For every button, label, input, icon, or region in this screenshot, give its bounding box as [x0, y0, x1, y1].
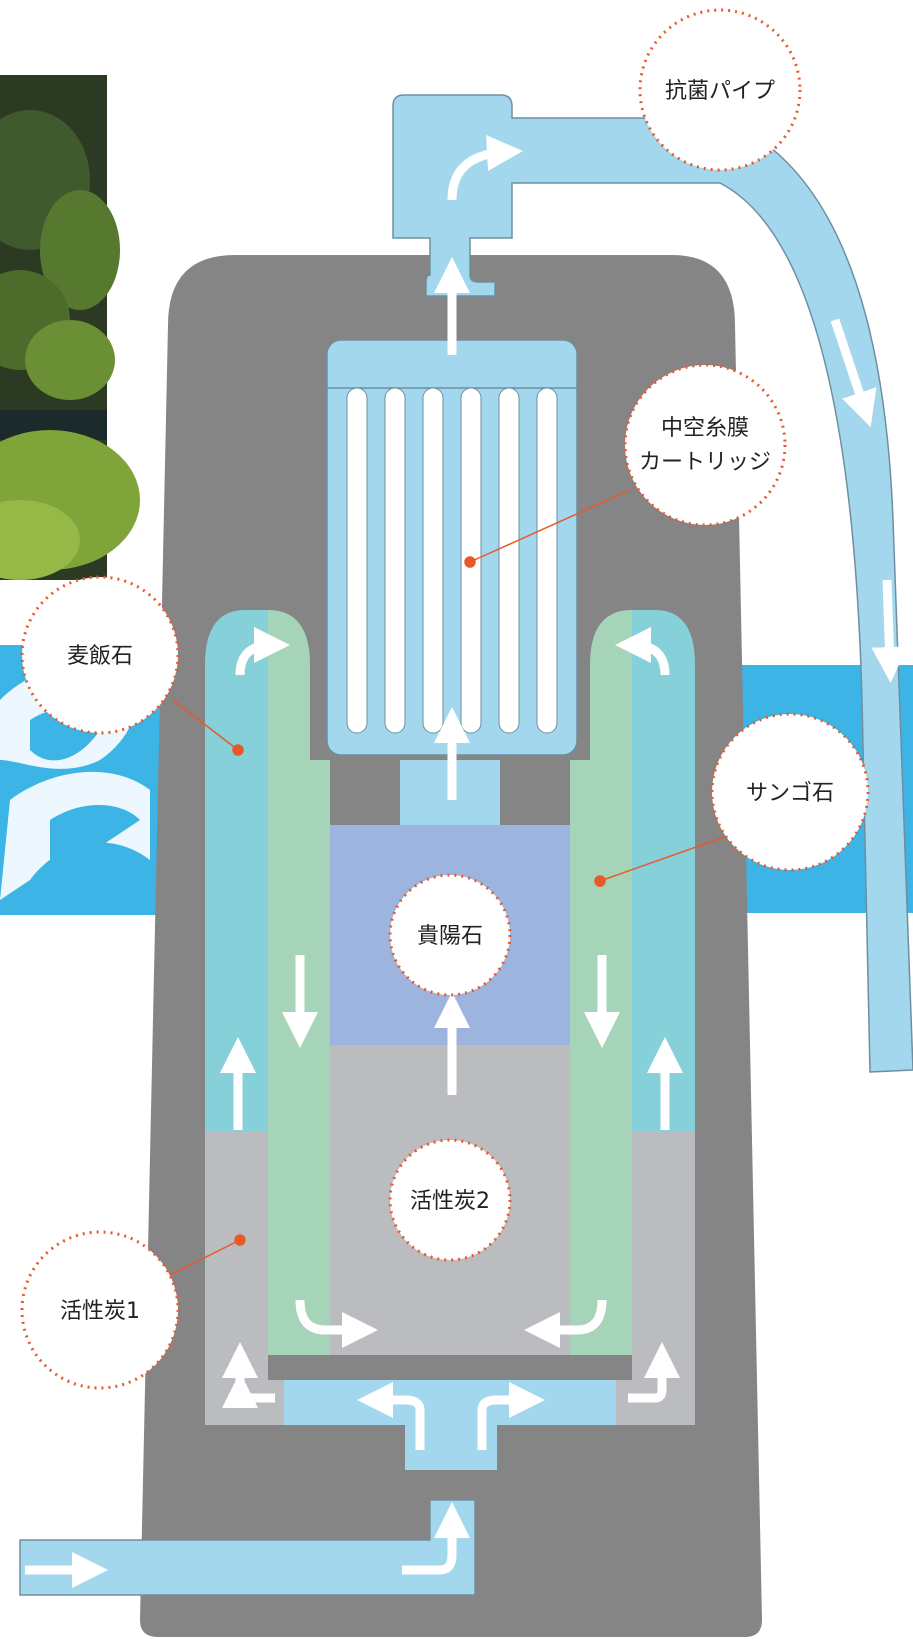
antibacterial-pipe — [392, 94, 913, 1073]
svg-text:中空糸膜: 中空糸膜 — [661, 416, 749, 441]
flow-arrows — [25, 135, 908, 1588]
callout-antibacterial-pipe: 抗菌パイプ — [638, 8, 802, 172]
svg-text:活性炭2: 活性炭2 — [410, 1189, 490, 1214]
callout-coral-stone: サンゴ石 — [710, 712, 870, 872]
svg-text:活性炭1: 活性炭1 — [60, 1299, 140, 1324]
callout-bakuhanseki: 麦飯石 — [20, 575, 180, 735]
callout-hollow-fiber-cartridge: 中空糸膜 カートリッジ — [623, 363, 787, 527]
hollow-fiber-cartridge — [326, 339, 578, 756]
svg-text:麦飯石: 麦飯石 — [67, 644, 133, 669]
inlet-pipe — [19, 1499, 476, 1596]
outer-chamber — [205, 610, 695, 1470]
svg-text:抗菌パイプ: 抗菌パイプ — [665, 79, 775, 104]
waterfall-photo — [0, 75, 140, 580]
svg-text:カートリッジ: カートリッジ — [639, 450, 771, 475]
leader-lines — [169, 489, 731, 1276]
callout-activated-carbon-1: 活性炭1 — [20, 1230, 180, 1390]
svg-text:サンゴ石: サンゴ石 — [746, 781, 834, 806]
callout-kiyoseki: 貴陽石 — [388, 873, 512, 997]
svg-text:貴陽石: 貴陽石 — [417, 924, 483, 949]
callout-activated-carbon-2: 活性炭2 — [388, 1138, 512, 1262]
